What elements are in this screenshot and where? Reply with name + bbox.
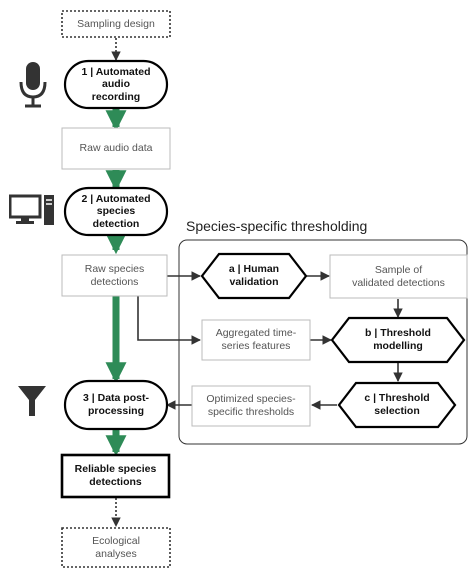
node-ecological-analyses (61, 527, 171, 568)
optimized-thresholds-label: Optimized species- specific thresholds (206, 393, 296, 418)
sampling-design-label: Sampling design (77, 17, 155, 30)
threshold-selection-label: c | Threshold selection (364, 392, 430, 417)
threshold-modelling-label: b | Threshold modelling (365, 327, 431, 352)
human-validation-label: a | Human validation (228, 263, 280, 288)
node-raw-audio-data (61, 127, 171, 170)
automated-audio-recording-label: 1 | Automated audio recording (81, 65, 151, 103)
node-sampling-design (61, 10, 171, 38)
node-human-validation (200, 252, 308, 300)
arrow-raw-detections-to-aggregated (137, 296, 201, 345)
reliable-species-detections-label: Reliable species detections (74, 463, 157, 488)
node-automated-audio-recording (63, 59, 169, 110)
aggregated-features-label: Aggregated time- series features (215, 327, 297, 352)
node-threshold-modelling (330, 316, 466, 364)
node-sample-validated-detections (329, 254, 468, 299)
node-automated-species-detection (63, 186, 169, 237)
computer-icon (9, 194, 54, 225)
raw-audio-data-label: Raw audio data (79, 142, 153, 155)
node-raw-species-detections (61, 254, 168, 297)
thresholding-group-title: Species-specific thresholding (186, 217, 368, 234)
node-reliable-species-detections (60, 453, 171, 499)
data-post-processing-label: 3 | Data post- processing (83, 392, 149, 417)
node-threshold-selection (337, 381, 457, 429)
microphone-icon (19, 62, 47, 108)
node-data-post-processing (63, 379, 169, 431)
ecological-analyses-label: Ecological analyses (92, 534, 140, 560)
filter-icon (18, 386, 46, 416)
automated-species-detection-label: 2 | Automated species detection (81, 192, 151, 230)
node-aggregated-features (201, 319, 311, 361)
node-optimized-thresholds (191, 385, 311, 427)
sample-validated-detections-label: Sample of validated detections (352, 263, 445, 289)
thresholding-group-box (178, 239, 468, 445)
raw-species-detections-label: Raw species detections (84, 262, 145, 288)
